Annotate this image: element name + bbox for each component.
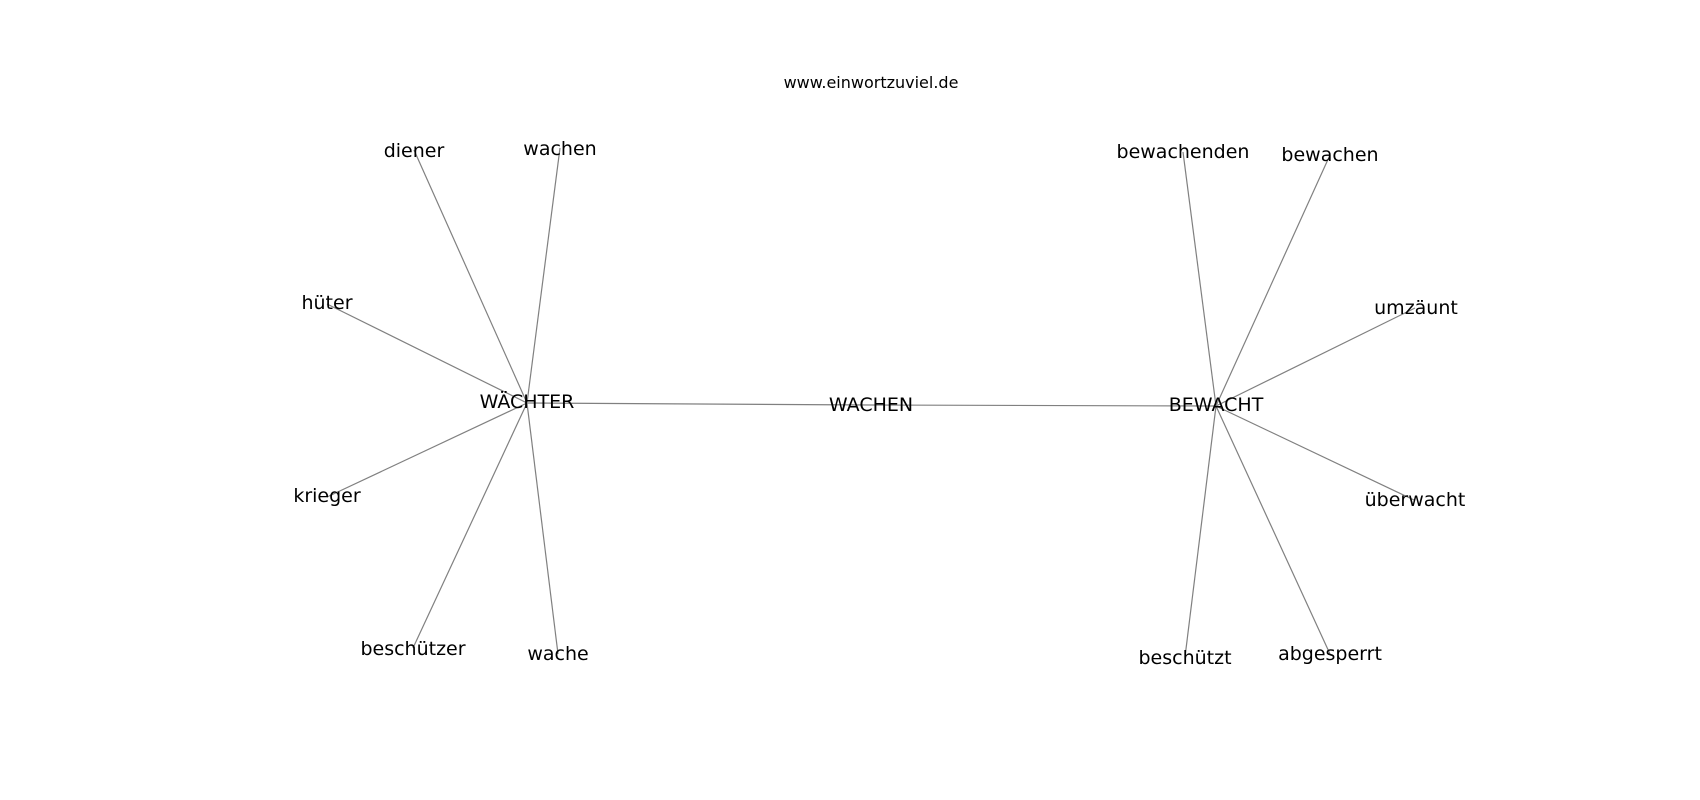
node-left-hub: WÄCHTER	[480, 390, 575, 413]
edge-bewacht-bewachen	[1215, 154, 1331, 407]
edge-wachter-hueter	[326, 303, 528, 404]
site-title: www.einwortzuviel.de	[784, 73, 959, 92]
node-wache: wache	[527, 643, 588, 665]
node-bewachenden: bewachenden	[1117, 141, 1250, 163]
node-right-hub: BEWACHT	[1169, 394, 1264, 416]
edge-bewacht-beschuetzt	[1184, 405, 1217, 658]
node-ueberwacht: überwacht	[1365, 489, 1466, 511]
edge-wachter-krieger	[326, 402, 528, 498]
edge-wachen-bewacht	[870, 404, 1217, 407]
node-krieger: krieger	[293, 485, 361, 507]
edges	[326, 147, 1416, 658]
edge-wachter-wachen	[526, 402, 872, 406]
edge-wachter-diener	[413, 149, 528, 404]
node-abgesperrt: abgesperrt	[1278, 643, 1382, 665]
node-labels: WACHEN WÄCHTER BEWACHT diener wachen hüt…	[293, 138, 1465, 669]
edge-wachter-beschuetzer	[412, 402, 528, 649]
node-center: WACHEN	[829, 394, 913, 416]
edge-bewacht-ueberwacht	[1215, 405, 1415, 501]
node-bewachen: bewachen	[1281, 144, 1378, 166]
edge-wachter-wachen-leaf	[526, 147, 561, 404]
node-umzaeunt: umzäunt	[1374, 297, 1458, 319]
edge-bewacht-abgesperrt	[1215, 405, 1331, 655]
node-beschuetzt: beschützt	[1138, 647, 1231, 669]
edge-bewacht-umzaeunt	[1215, 307, 1416, 407]
node-diener: diener	[384, 140, 445, 162]
edge-bewacht-bewachenden	[1182, 151, 1217, 407]
node-beschuetzer: beschützer	[360, 638, 465, 660]
node-hueter: hüter	[301, 292, 352, 314]
edge-wachter-wache	[526, 402, 559, 655]
node-wachen-leaf: wachen	[523, 138, 596, 160]
